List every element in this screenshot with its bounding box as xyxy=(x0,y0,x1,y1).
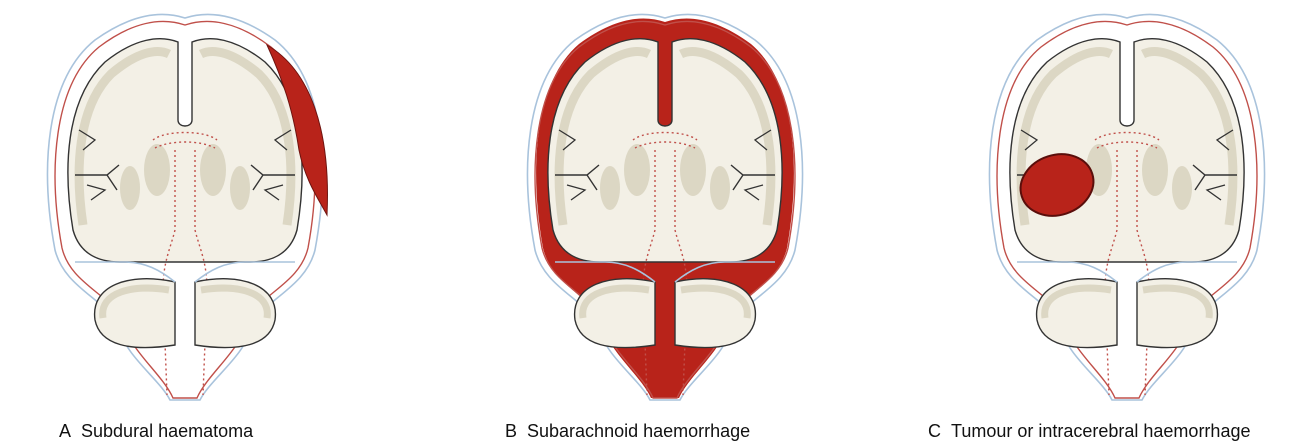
caption-b: B Subarachnoid haemorrhage xyxy=(505,421,750,442)
diagram-subarachnoid-haemorrhage xyxy=(500,0,830,410)
panel-b xyxy=(500,0,830,445)
diagram-tumour-intracerebral-haemorrhage xyxy=(962,0,1292,410)
caption-a: A Subdural haematoma xyxy=(59,421,253,442)
panel-c xyxy=(962,0,1292,445)
caption-a-letter: A xyxy=(59,421,71,441)
caption-c: C Tumour or intracerebral haemorrhage xyxy=(928,421,1250,442)
caption-c-letter: C xyxy=(928,421,941,441)
diagram-subdural-haematoma xyxy=(20,0,350,410)
caption-c-text: Tumour or intracerebral haemorrhage xyxy=(951,421,1250,441)
caption-b-letter: B xyxy=(505,421,517,441)
caption-b-text: Subarachnoid haemorrhage xyxy=(527,421,750,441)
panel-a xyxy=(20,0,350,445)
caption-a-text: Subdural haematoma xyxy=(81,421,253,441)
